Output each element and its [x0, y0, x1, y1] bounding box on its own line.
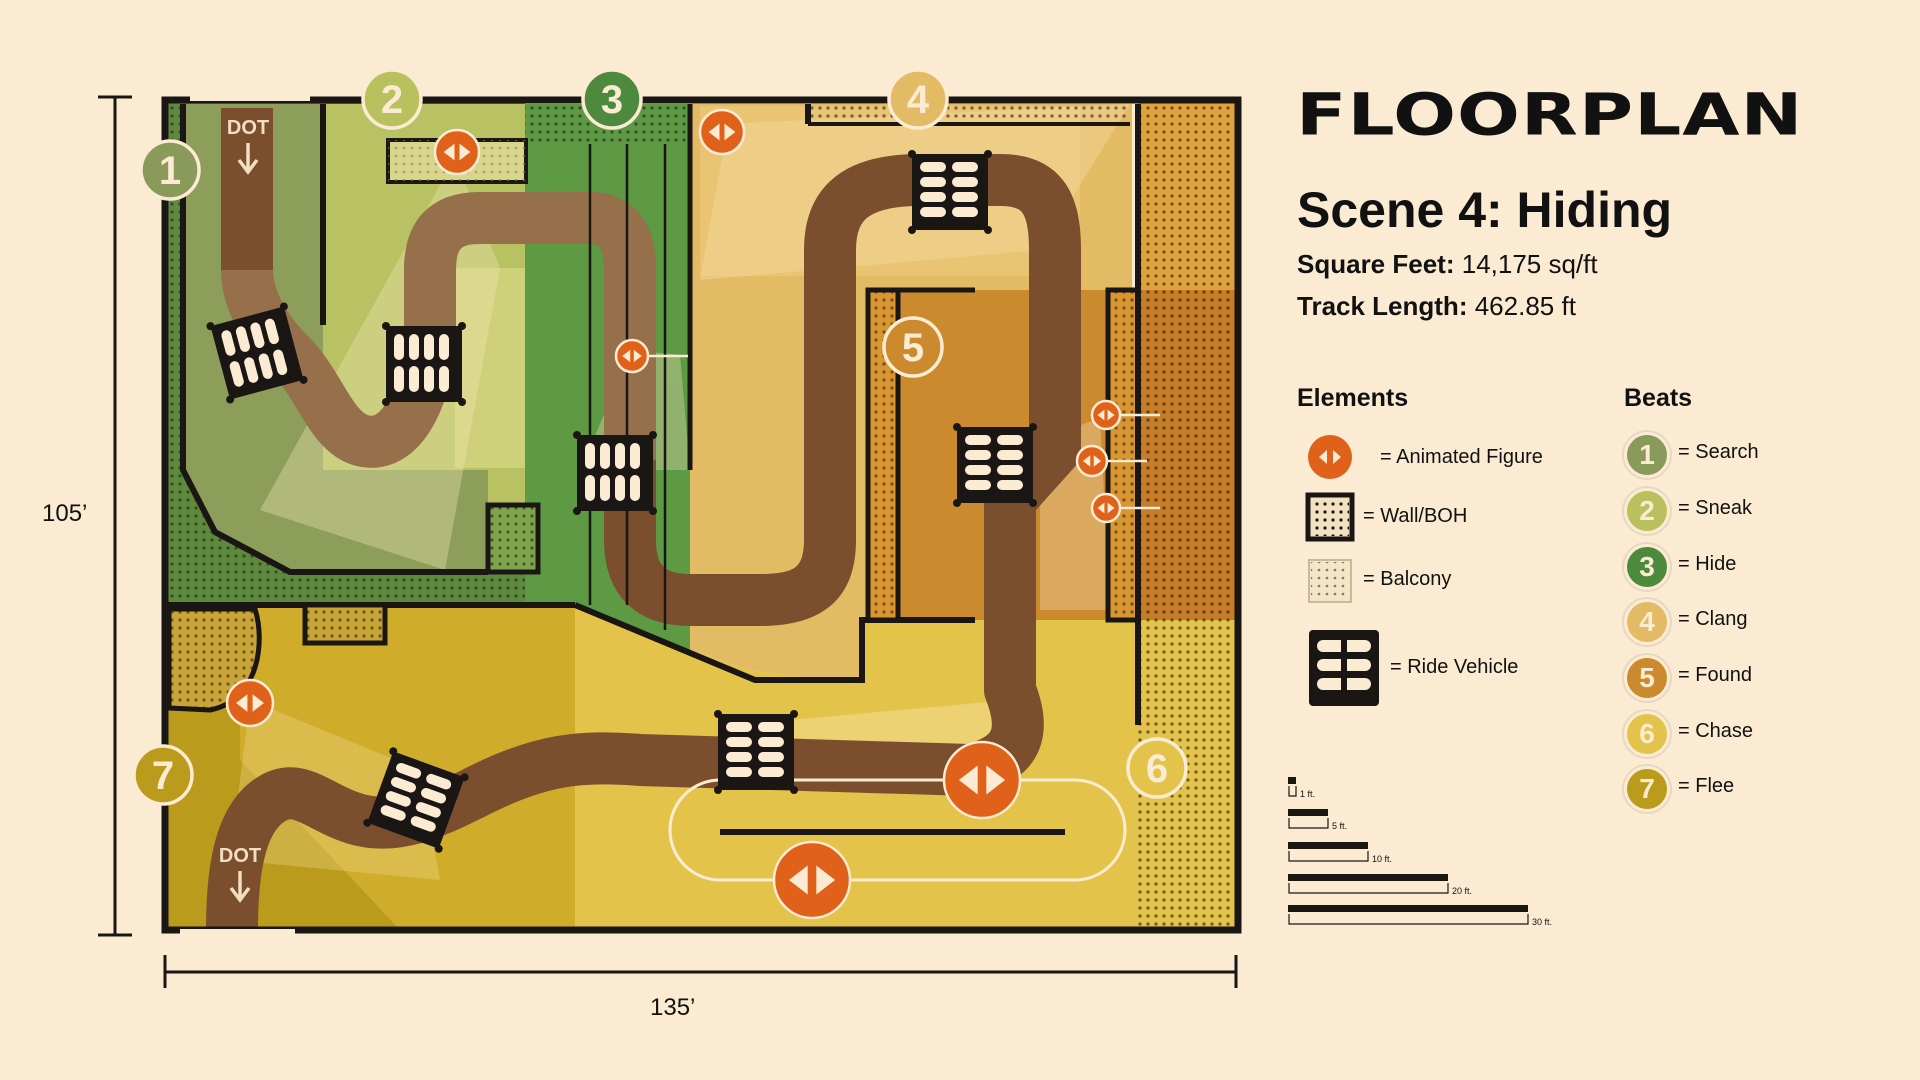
animated-figure-icon — [614, 338, 688, 374]
beat-label: = Flee — [1678, 775, 1735, 797]
beat-marker-2: 2 — [361, 68, 423, 130]
beat-number-badge: 7 — [1624, 766, 1670, 812]
track-length-label: Track Length: — [1297, 291, 1468, 321]
ride-vehicle-icon — [714, 710, 798, 794]
scale-bar-label: 30 ft. — [1532, 917, 1553, 927]
dimension-lines — [98, 95, 1238, 988]
scale-bar — [1288, 905, 1529, 925]
scale-bar-label: 1 ft. — [1300, 789, 1316, 799]
animated-figures — [225, 108, 1160, 920]
animated-figure-icon — [433, 128, 481, 176]
beat-marker-4: 4 — [887, 68, 949, 130]
animated-figure-icon — [1090, 399, 1160, 431]
scale-bar — [1288, 777, 1297, 797]
animated-figure-icon — [225, 678, 275, 728]
legend-animated-figure: = Animated Figure — [1380, 446, 1543, 468]
beat-marker-number: 4 — [907, 78, 930, 122]
beat-marker-number: 2 — [381, 78, 403, 122]
scale-bar — [1288, 809, 1329, 829]
beat-number-badge: 3 — [1624, 544, 1670, 590]
beat-marker-1: 1 — [139, 139, 201, 201]
dot-label-top: DOT — [227, 117, 269, 139]
beat-number-badge: 6 — [1624, 711, 1670, 757]
beat-marker-7: 7 — [132, 744, 194, 806]
page-title: FLOORPLAN — [1296, 81, 1804, 149]
beat-number-badge: 4 — [1624, 599, 1670, 645]
beat-label: = Sneak — [1678, 497, 1752, 519]
beat-number-badge: 2 — [1624, 488, 1670, 534]
beat-label: = Found — [1678, 664, 1752, 686]
track-length-stat: Track Length: 462.85 ft — [1297, 291, 1576, 322]
legend-balcony: = Balcony — [1363, 568, 1452, 590]
entrance-arrow-top-icon — [237, 143, 259, 175]
square-feet-label: Square Feet: — [1297, 249, 1455, 279]
track-length-value: 462.85 ft — [1474, 291, 1576, 321]
legend-ride-vehicle: = Ride Vehicle — [1390, 656, 1519, 678]
dot-label-bottom: DOT — [219, 845, 261, 867]
scale-bar-label: 10 ft. — [1372, 854, 1393, 864]
height-dimension-label: 105’ — [42, 500, 88, 527]
scene-title: Scene 4: Hiding — [1297, 182, 1673, 238]
scale-bar — [1288, 874, 1449, 894]
beat-marker-3: 3 — [581, 68, 643, 130]
ride-vehicle-icon — [382, 322, 466, 406]
scale-bar — [1288, 842, 1369, 862]
ride-vehicle-icon — [206, 302, 308, 404]
balcony-icon — [1308, 559, 1352, 603]
ride-vehicle-icon — [1309, 630, 1379, 706]
animated-figure-icon — [1308, 435, 1352, 479]
beats-heading: Beats — [1624, 384, 1693, 412]
width-dimension-label: 135’ — [650, 994, 696, 1021]
beat-label: = Chase — [1678, 720, 1754, 742]
ride-vehicle-icon — [573, 431, 657, 515]
square-feet-stat: Square Feet: 14,175 sq/ft — [1297, 249, 1598, 280]
beat-marker-number: 1 — [159, 149, 181, 193]
beat-marker-number: 6 — [1146, 747, 1168, 791]
entrance-arrow-bottom-icon — [229, 871, 251, 903]
animated-figure-icon — [1090, 492, 1160, 524]
beat-marker-6: 6 — [1126, 737, 1188, 799]
beat-number-badge: 5 — [1624, 655, 1670, 701]
beat-label: = Search — [1678, 441, 1759, 463]
animated-figure-icon — [698, 108, 746, 156]
ride-vehicle-icon — [908, 150, 992, 234]
elements-heading: Elements — [1297, 384, 1409, 412]
animated-figure-icon — [1075, 444, 1147, 478]
ride-vehicle-icon — [363, 747, 469, 853]
ride-vehicles — [206, 150, 1037, 853]
scale-bar-label: 5 ft. — [1332, 821, 1348, 831]
walls — [161, 93, 1242, 937]
beat-label: = Clang — [1678, 608, 1748, 630]
square-feet-value: 14,175 sq/ft — [1461, 249, 1598, 279]
beat-marker-number: 3 — [601, 78, 623, 122]
animated-figure-icon — [942, 740, 1022, 820]
scale-bar-label: 20 ft. — [1452, 886, 1473, 896]
animated-figure-icon — [772, 840, 852, 920]
scale-bars — [1288, 777, 1529, 925]
beat-marker-number: 7 — [152, 754, 174, 798]
beat-label: = Hide — [1678, 553, 1737, 575]
beat-marker-5: 5 — [882, 316, 944, 378]
beat-markers: 1 2 3 4 5 6 7 — [132, 68, 1188, 806]
beat-marker-number: 5 — [902, 326, 924, 370]
ride-vehicle-icon — [953, 423, 1037, 507]
wall-boh-icon — [1305, 492, 1355, 542]
beat-number-badge: 1 — [1624, 432, 1670, 478]
legend-wall-boh: = Wall/BOH — [1363, 505, 1468, 527]
